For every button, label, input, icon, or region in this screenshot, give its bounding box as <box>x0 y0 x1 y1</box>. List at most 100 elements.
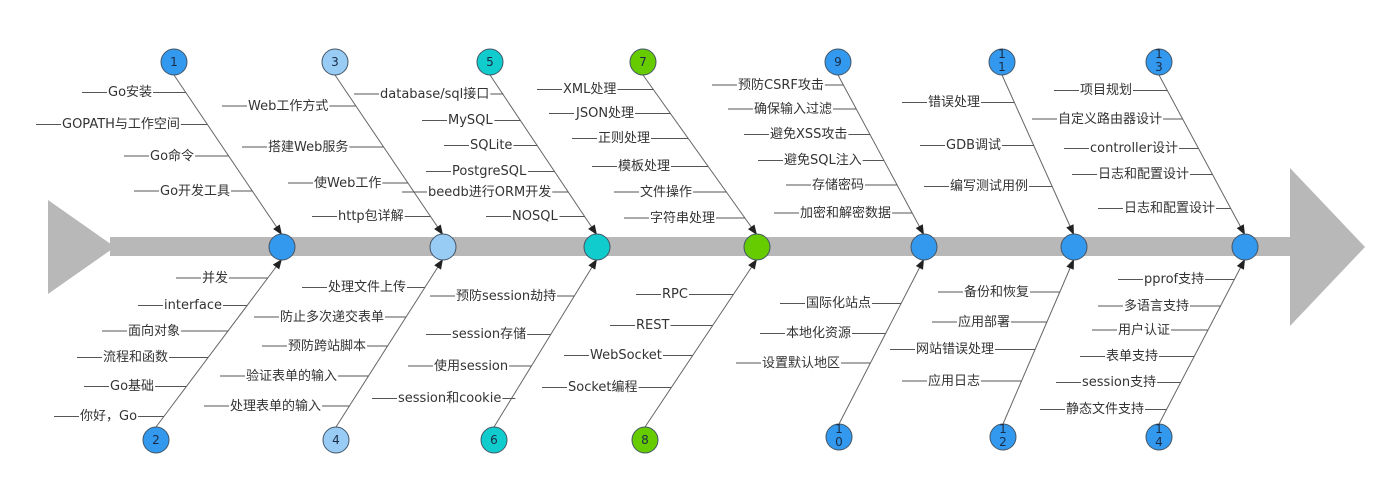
branch-number-digit: 3 <box>1155 60 1163 74</box>
branch-item: 预防CSRF攻击 <box>738 77 824 93</box>
rib-arrowhead <box>748 259 757 270</box>
fish-head <box>1290 168 1365 326</box>
branch-number-circle <box>989 423 1017 451</box>
branch-item: 模板处理 <box>618 159 670 174</box>
rib-arrowhead <box>915 259 924 270</box>
branch-item: 加密和解密数据 <box>800 205 891 221</box>
branch-item: interface <box>164 298 222 313</box>
branch-item: 正则处理 <box>598 131 650 146</box>
branch-number-circle <box>321 48 349 76</box>
branch-item: REST <box>636 318 669 333</box>
branch-number-digit: 1 <box>1155 47 1163 61</box>
branch-item: 字符串处理 <box>650 210 715 226</box>
branch-item: 错误处理 <box>928 95 980 110</box>
branch-item: GDB调试 <box>946 138 1001 153</box>
branch-group-6: 6 预防session劫持 session存储 使用session sessio… <box>398 288 556 454</box>
rib-line <box>335 258 444 428</box>
rib-arrowhead <box>434 224 443 235</box>
rib-arrowhead <box>1236 224 1245 235</box>
branch-item: 应用部署 <box>958 314 1010 330</box>
rib-arrowhead <box>588 224 597 235</box>
spine-junction-circle <box>268 233 296 261</box>
branch-item: 预防session劫持 <box>456 288 556 304</box>
branch-item: 避免SQL注入 <box>784 153 862 168</box>
branch-item: Go基础 <box>110 379 154 394</box>
spine-junction-circle <box>1231 233 1259 261</box>
branch-group-5: 5 database/sql接口 MySQL SQLite PostgreSQL… <box>380 48 558 224</box>
branch-number-circle <box>322 426 350 454</box>
branch-number-digit: 5 <box>486 55 494 69</box>
branch-item: session和cookie <box>398 391 501 406</box>
branch-number-digit: 4 <box>332 433 340 447</box>
branch-item: 你好，Go <box>80 409 137 424</box>
spine-junction-circle <box>429 233 457 261</box>
branch-number: 8 <box>641 433 649 447</box>
branch-item: 确保输入过滤 <box>754 101 832 117</box>
rib-line <box>644 258 758 428</box>
branch-item: 使Web工作 <box>314 175 381 191</box>
rib-arrowhead <box>588 259 597 270</box>
fish-tail <box>48 200 115 294</box>
spine-junction-circle <box>910 233 938 261</box>
branch-number: 7 <box>639 55 647 69</box>
branch-number-digit: 1 <box>170 55 178 69</box>
rib-line <box>642 74 758 236</box>
branch-number-circle <box>480 426 508 454</box>
branch-group-3: 3 Web工作方式 搭建Web服务 使Web工作 http包详解 <box>248 48 404 224</box>
branch-item: 并发 <box>202 270 228 286</box>
branch-number-digit: 7 <box>639 55 647 69</box>
branch-item: Web工作方式 <box>248 98 328 114</box>
branch-item: PostgreSQL <box>452 164 527 179</box>
branch-item: 搭建Web服务 <box>268 139 348 155</box>
branch-item: Socket编程 <box>568 380 638 395</box>
spine-junction-circle <box>743 233 771 261</box>
branch-item: NOSQL <box>512 209 558 224</box>
branch-item: 验证表单的输入 <box>246 368 337 384</box>
branch-number-digit: 6 <box>490 433 498 447</box>
rib-arrowhead <box>1066 259 1074 270</box>
rib-line <box>1158 258 1246 425</box>
branch-item: XML处理 <box>563 82 616 97</box>
branch-item: session支持 <box>1082 375 1156 390</box>
branch-item: 处理表单的输入 <box>230 398 321 414</box>
branch-item: JSON处理 <box>575 106 634 121</box>
rib-line <box>838 258 925 425</box>
branch-number-circle <box>1145 48 1173 76</box>
rib-line <box>334 74 444 236</box>
branch-item: MySQL <box>448 113 493 128</box>
branch-number: 5 <box>486 55 494 69</box>
rib-line <box>155 258 283 428</box>
branch-item: 编写测试用例 <box>950 179 1028 194</box>
branch-number-digit: 1 <box>1155 422 1163 436</box>
branch-number-digit: 3 <box>331 55 339 69</box>
branch-item: 备份和恢复 <box>964 284 1029 300</box>
branch-item: 网站错误处理 <box>916 342 994 357</box>
branch-number-digit: 4 <box>1155 435 1163 449</box>
branch-number-circle <box>160 48 188 76</box>
branch-item: 本地化资源 <box>786 326 851 341</box>
branch-number-digit: 9 <box>834 55 842 69</box>
branch-number-circle <box>142 426 170 454</box>
branch-number: 6 <box>490 433 498 447</box>
rib-arrowhead <box>273 224 282 235</box>
branch-number-digit: 1 <box>998 47 1006 61</box>
rib-arrowhead <box>915 224 924 235</box>
branch-group-9: 9 预防CSRF攻击 确保输入过滤 避免XSS攻击 避免SQL注入 存储密码 加… <box>738 48 891 221</box>
branch-item: 静态文件支持 <box>1066 402 1144 417</box>
branch-number-circle <box>988 48 1016 76</box>
branch-item: GOPATH与工作空间 <box>62 117 180 132</box>
branch-item: 预防跨站脚本 <box>288 338 366 354</box>
rib-arrowhead <box>1236 259 1245 270</box>
branch-number-digit: 0 <box>835 435 843 449</box>
branch-item: 防止多次递交表单 <box>280 309 384 325</box>
branch-item: 面向对象 <box>128 323 180 339</box>
branch-item: 存储密码 <box>812 177 864 193</box>
branch-number: 3 <box>331 55 339 69</box>
rib-arrowhead <box>1066 224 1074 235</box>
branch-number: 1 <box>170 55 178 69</box>
branch-item: 日志和配置设计 <box>1098 167 1189 182</box>
